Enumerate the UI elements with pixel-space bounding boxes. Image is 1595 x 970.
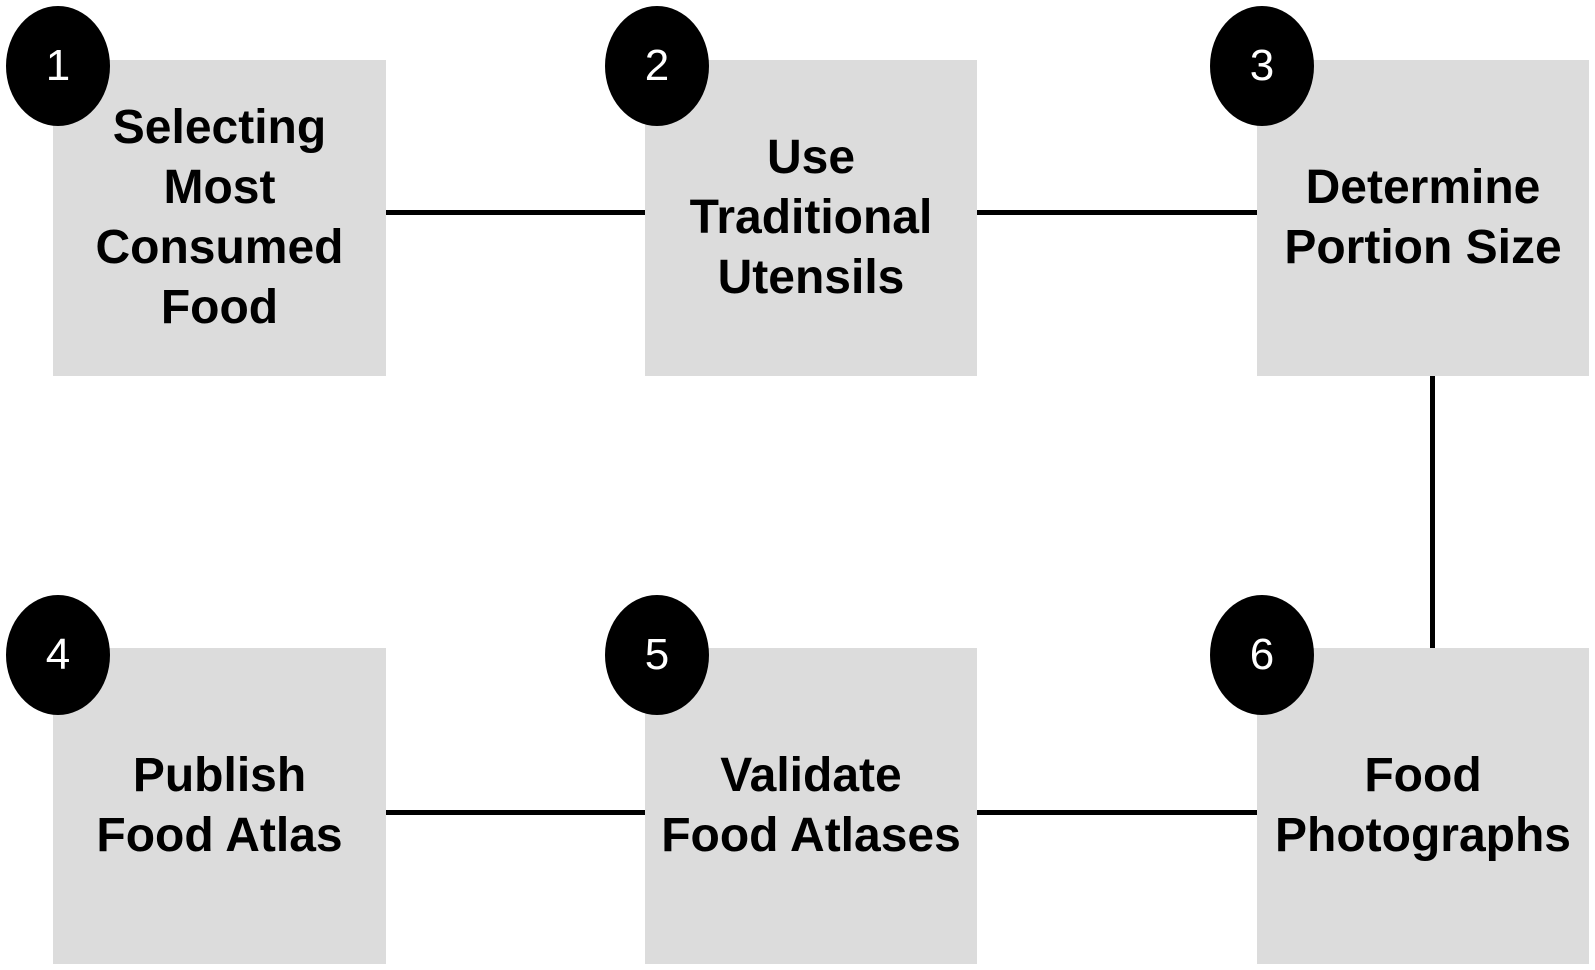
step-label-2: Use Traditional Utensils	[689, 131, 933, 304]
step-badge-2: 2	[605, 6, 709, 126]
step-box-3: Determine Portion Size	[1257, 60, 1589, 376]
step-label-1: Selecting Most Consumed Food	[95, 101, 344, 334]
step-box-1: Selecting Most Consumed Food	[53, 60, 386, 376]
connector-step1-step2	[380, 210, 646, 215]
step-label-3: Determine Portion Size	[1284, 161, 1562, 274]
step-box-2: Use Traditional Utensils	[645, 60, 977, 376]
step-number-2: 2	[644, 41, 670, 90]
step-badge-6: 6	[1210, 595, 1314, 715]
step-box-5: Validate Food Atlases	[645, 648, 977, 964]
step-number-5: 5	[644, 630, 670, 679]
connector-step5-step4	[380, 810, 646, 815]
step-label-4: Publish Food Atlas	[96, 749, 343, 862]
step-badge-4: 4	[6, 595, 110, 715]
step-label-6: Food Photographs	[1275, 749, 1571, 862]
step-number-6: 6	[1249, 630, 1275, 679]
step-badge-3: 3	[1210, 6, 1314, 126]
step-number-3: 3	[1249, 41, 1275, 90]
step-number-1: 1	[45, 41, 71, 90]
step-badge-1: 1	[6, 6, 110, 126]
step-box-6: Food Photographs	[1257, 648, 1589, 964]
connector-step2-step3	[976, 210, 1257, 215]
connector-step3-step6	[1430, 376, 1435, 648]
step-badge-5: 5	[605, 595, 709, 715]
step-number-4: 4	[45, 630, 71, 679]
connector-step6-step5	[976, 810, 1257, 815]
step-box-4: Publish Food Atlas	[53, 648, 386, 964]
step-label-5: Validate Food Atlases	[661, 749, 961, 862]
